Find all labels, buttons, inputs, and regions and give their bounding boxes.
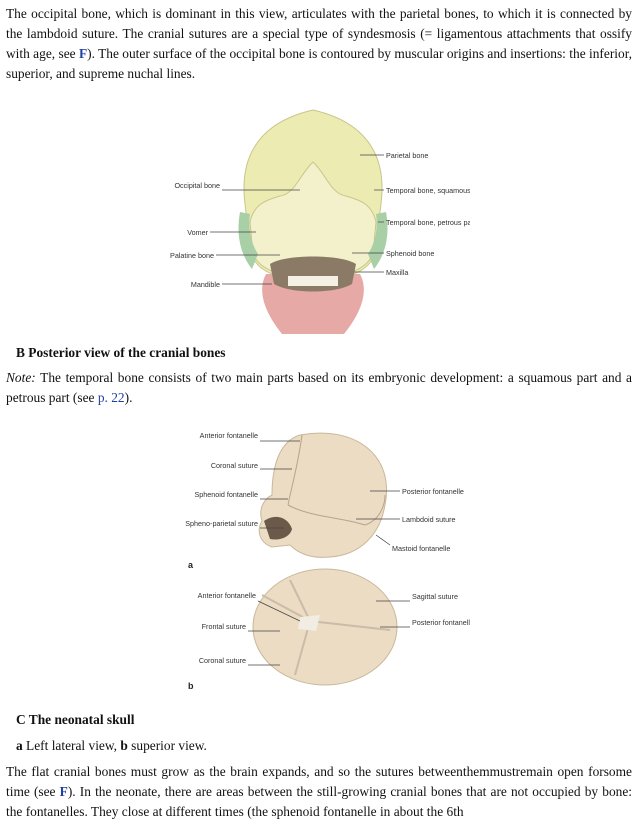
neonate-lateral-skull <box>258 432 387 558</box>
label-b-posterior-fontanelle: Posterior fontanelle <box>412 618 470 627</box>
caption-b-letter: b <box>120 738 128 753</box>
temporal-right-shape <box>368 212 388 269</box>
neonate-lateral-sutures <box>287 434 386 526</box>
label-vomer: Vomer <box>187 228 208 237</box>
closing-text-end: ). In the neonate, there are areas betwe… <box>6 784 632 819</box>
neonatal-skull-figure: Anterior fontanelle Coronal suture Sphen… <box>185 431 470 691</box>
label-a-mastoid-fontanelle: Mastoid fontanelle <box>392 544 450 553</box>
note-label: Note: <box>6 370 36 385</box>
label-sphenoid-bone: Sphenoid bone <box>386 249 434 258</box>
note-text: The temporal bone consists of two main p… <box>6 370 632 405</box>
figure-f-link[interactable]: F <box>78 46 88 61</box>
figure-b-heading: B Posterior view of the cranial bones <box>16 345 226 360</box>
subfigure-b-letter: b <box>188 681 194 691</box>
figure-b-note: Note: The temporal bone consists of two … <box>6 368 632 408</box>
label-b-sagittal-suture: Sagittal suture <box>412 592 458 601</box>
superior-anterior-fontanelle <box>298 615 320 631</box>
label-a-posterior-fontanelle: Posterior fontanelle <box>402 487 464 496</box>
mandible-shape <box>262 274 364 334</box>
label-palatine-bone: Palatine bone <box>170 251 214 260</box>
intro-text: The occipital bone, which is dominant in… <box>6 6 632 61</box>
caption-a-letter: a <box>16 738 23 753</box>
label-mandible: Mandible <box>191 280 220 289</box>
label-a-anterior-fontanelle: Anterior fontanelle <box>200 431 258 440</box>
label-occipital-bone: Occipital bone <box>174 181 220 190</box>
caption-a-text: Left lateral view, <box>22 738 121 753</box>
closing-text: The flat cranial bones must grow as the … <box>6 764 632 799</box>
figure-c-caption: a Left lateral view, b superior view. <box>16 738 207 754</box>
closing-figure-f-link[interactable]: F <box>59 784 68 799</box>
neonate-superior-skull <box>252 568 398 686</box>
posterior-skull-figure: Occipital bone Vomer Palatine bone Mandi… <box>170 109 470 334</box>
label-a-sphenoparietal-suture: Spheno-parietal suture <box>185 519 258 528</box>
teeth-row <box>288 276 338 286</box>
label-temporal-squamous: Temporal bone, squamous part <box>386 186 470 195</box>
label-maxilla: Maxilla <box>386 268 408 277</box>
note-end: ). <box>124 390 133 405</box>
skull-base-shadow <box>270 256 356 292</box>
intro-paragraph: The occipital bone, which is dominant in… <box>6 4 632 84</box>
label-a-coronal-suture: Coronal suture <box>211 461 258 470</box>
subfigure-a-letter: a <box>188 560 194 570</box>
label-b-frontal-suture: Frontal suture <box>202 622 246 631</box>
closing-paragraph: The flat cranial bones must grow as the … <box>6 762 632 822</box>
label-a-lambdoid-suture: Lambdoid suture <box>402 515 456 524</box>
figure-c-heading: C The neonatal skull <box>16 712 135 727</box>
label-temporal-petrous: Temporal bone, petrous part <box>386 218 470 227</box>
caption-b-text: superior view. <box>127 738 207 753</box>
page-22-link[interactable]: p. 22 <box>97 390 125 405</box>
label-parietal-bone: Parietal bone <box>386 151 428 160</box>
intro-text-end: ). The outer surface of the occipital bo… <box>6 46 632 81</box>
label-a-sphenoid-fontanelle: Sphenoid fontanelle <box>194 490 258 499</box>
label-b-anterior-fontanelle: Anterior fontanelle <box>198 591 256 600</box>
label-b-coronal-suture: Coronal suture <box>199 656 246 665</box>
